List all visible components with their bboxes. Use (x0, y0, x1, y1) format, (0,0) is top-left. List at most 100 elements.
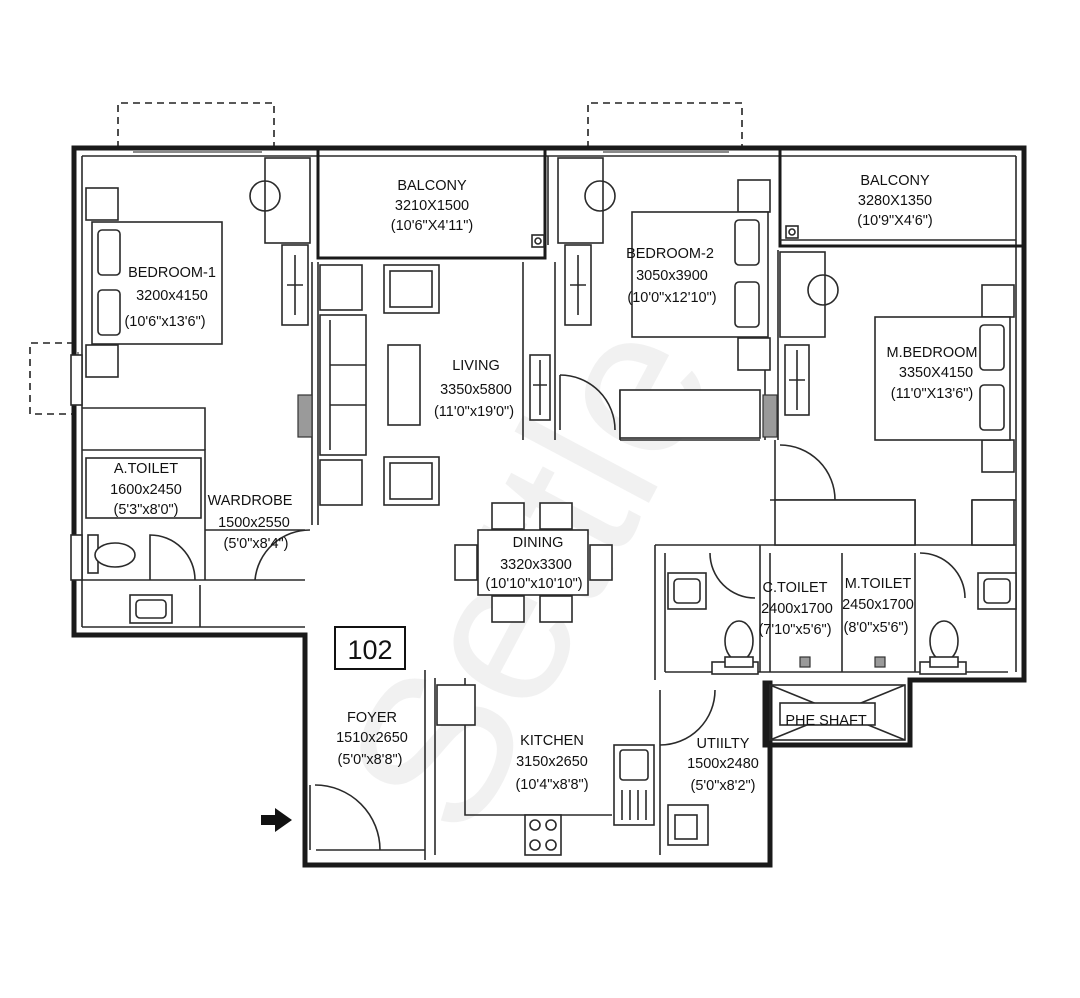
room-imperial: (10'6"x13'6") (124, 314, 205, 330)
room-imperial: (10'0"x12'10") (627, 290, 716, 306)
room-imperial: (8'0"x5'6") (844, 620, 909, 636)
sofa-icon (319, 314, 367, 456)
phe-shaft-icon (769, 684, 906, 741)
room-name: M.TOILET (845, 576, 912, 592)
room-imperial: (11'0"x19'0") (434, 404, 514, 420)
room-size: 3200x4150 (136, 288, 208, 304)
doors (149, 374, 966, 851)
c-toilet-door-swing (709, 552, 756, 599)
master-bedroom-furniture (774, 284, 1015, 546)
washing-machine-icon (667, 804, 709, 846)
room-size: 2450x1700 (842, 597, 914, 613)
ac-unit-icon (249, 157, 311, 244)
room-name: M.BEDROOM (886, 345, 977, 361)
unit-number: 102 (347, 635, 392, 665)
sanitary (85, 457, 1017, 668)
balcony-living-label: BALCONY 3210X1500 (10'6"X4'11") (391, 178, 473, 234)
wardrobe-label: WARDROBE 1500x2550 (5'0"x8'4") (208, 493, 293, 552)
wash-basin-icon (129, 594, 173, 624)
master-door-swing (779, 444, 836, 501)
room-size: 1510x2650 (336, 730, 408, 746)
ac-unit-icon (557, 157, 616, 244)
stove-icon (524, 814, 562, 856)
interior-walls (82, 148, 1024, 860)
shaft-markers (531, 225, 799, 248)
room-name: UTIILTY (697, 736, 750, 752)
room-name: LIVING (452, 358, 500, 374)
dining-table-icon (454, 502, 613, 623)
entry-door-swing (314, 784, 381, 851)
room-size: 1500x2480 (687, 756, 759, 772)
room-size: 3320x3300 (500, 557, 572, 573)
living-furniture (319, 264, 440, 506)
toilet-door-swing (149, 534, 196, 581)
m-toilet-label: M.TOILET 2450x1700 (8'0"x5'6") (842, 576, 914, 636)
room-size: 3210X1500 (395, 198, 469, 214)
room-name: A.TOILET (114, 461, 178, 477)
toilet-icon (929, 620, 959, 668)
m-toilet-door-swing (919, 552, 966, 599)
room-name: BALCONY (860, 173, 930, 189)
room-imperial: (5'0"x8'4") (224, 536, 289, 552)
bedroom-2-label: BEDROOM-2 3050x3900 (10'0"x12'10") (626, 246, 717, 306)
toilet-icon (87, 534, 136, 574)
room-imperial: (10'6"X4'11") (391, 218, 473, 234)
room-imperial: (5'3"x8'0") (114, 502, 179, 518)
wash-basin-icon (667, 572, 707, 610)
room-name: DINING (513, 535, 564, 551)
room-size: 1600x2450 (110, 482, 182, 498)
bedroom-1-label: BEDROOM-1 3200x4150 (10'6"x13'6") (124, 265, 215, 330)
room-labels: BALCONY 3210X1500 (10'6"X4'11") BALCONY … (110, 173, 977, 794)
wash-basin-icon (977, 572, 1017, 610)
kitchen-label: KITCHEN 3150x2650 (10'4"x8'8") (515, 733, 588, 793)
living-label: LIVING 3350x5800 (11'0"x19'0") (434, 358, 514, 420)
room-imperial: (5'0"x8'8") (338, 752, 403, 768)
wardrobes (281, 244, 810, 421)
room-size: 3050x3900 (636, 268, 708, 284)
ac-units (249, 157, 839, 338)
room-size: 3280X1350 (858, 193, 932, 209)
room-size: 3350X4150 (899, 365, 973, 381)
room-imperial: (10'9"X4'6") (857, 213, 932, 229)
room-imperial: (5'0"x8'2") (691, 778, 756, 794)
fridge-icon (436, 684, 476, 726)
wardrobe-door-swing (254, 529, 311, 581)
room-name: WARDROBE (208, 493, 293, 509)
room-name: BALCONY (397, 178, 467, 194)
utility-label: UTIILTY 1500x2480 (5'0"x8'2") (687, 736, 759, 794)
room-name: KITCHEN (520, 733, 584, 749)
room-imperial: (10'10"x10'10") (485, 576, 582, 592)
room-size: 1500x2550 (218, 515, 290, 531)
room-name: FOYER (347, 710, 397, 726)
dashed-projections (29, 102, 743, 415)
room-imperial: (11'0"X13'6") (891, 386, 973, 402)
bedroom-1-furniture (85, 187, 223, 378)
room-name: PHE SHAFT (785, 713, 867, 729)
c-toilet-label: C.TOILET 2400x1700 (7'10"x5'6") (758, 580, 832, 638)
a-toilet-label: A.TOILET 1600x2450 (5'3"x8'0") (110, 461, 182, 518)
bedroom-2-furniture (619, 179, 771, 439)
room-size: 3350x5800 (440, 382, 512, 398)
room-name: C.TOILET (763, 580, 828, 596)
room-size: 2400x1700 (761, 601, 833, 617)
utility-door-swing (659, 689, 716, 746)
dining-label: DINING 3320x3300 (10'10"x10'10") (485, 535, 582, 592)
kitchen-furniture (436, 684, 709, 856)
room-imperial: (10'4"x8'8") (515, 777, 588, 793)
ac-unit-icon (779, 251, 839, 338)
room-imperial: (7'10"x5'6") (758, 622, 831, 638)
arrow-right-icon (261, 808, 292, 832)
room-name: BEDROOM-2 (626, 246, 714, 262)
toilet-icon (724, 620, 754, 668)
room-size: 3150x2650 (516, 754, 588, 770)
phe-shaft-label: PHE SHAFT (785, 713, 867, 729)
room-name: BEDROOM-1 (128, 265, 216, 281)
unit-number-badge: 102 (334, 626, 406, 670)
table-icon (387, 344, 421, 426)
bedroom-2-door-swing (559, 374, 616, 431)
foyer-label: FOYER 1510x2650 (5'0"x8'8") (336, 710, 408, 768)
master-bedroom-label: M.BEDROOM 3350X4150 (11'0"X13'6") (886, 345, 977, 402)
balcony-master-label: BALCONY 3280X1350 (10'9"X4'6") (857, 173, 932, 229)
kitchen-sink-icon (613, 744, 655, 826)
